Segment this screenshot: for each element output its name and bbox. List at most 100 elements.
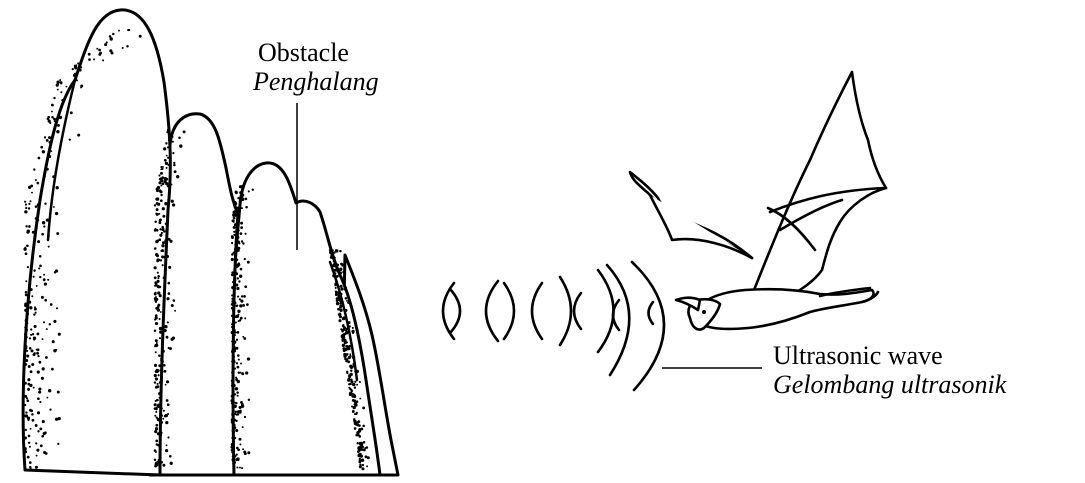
stipple-dot xyxy=(362,467,365,470)
stipple-dot xyxy=(49,408,51,410)
stipple-dot xyxy=(159,330,162,333)
stipple-dot xyxy=(348,387,350,389)
stipple-dot xyxy=(24,210,27,213)
stipple-dot xyxy=(339,302,342,305)
stipple-dot xyxy=(359,450,361,452)
stipple-dot xyxy=(356,384,358,386)
stipple-dot xyxy=(347,301,350,304)
stipple-dot xyxy=(235,377,237,379)
stipple-dot xyxy=(80,85,83,88)
stipple-dot xyxy=(58,417,61,420)
stipple-dot xyxy=(156,187,159,190)
stipple-dot xyxy=(183,130,186,133)
stipple-dot xyxy=(348,375,350,377)
stipple-dot xyxy=(37,371,40,374)
stipple-dot xyxy=(25,328,28,331)
stipple-dot xyxy=(154,299,156,301)
stipple-dot xyxy=(236,214,239,217)
stipple-dot xyxy=(359,398,361,400)
stipple-dot xyxy=(28,207,30,209)
stipple-dot xyxy=(335,268,338,271)
stipple-dot xyxy=(354,381,356,383)
stipple-dot xyxy=(39,264,42,267)
stipple-dot xyxy=(38,391,41,394)
stipple-dot xyxy=(242,336,244,338)
stipple-dot xyxy=(353,418,355,420)
stipple-dot xyxy=(239,304,242,307)
stipple-dot xyxy=(162,250,164,252)
stipple-dot xyxy=(167,164,169,166)
stipple-dot xyxy=(239,406,242,409)
stipple-dot xyxy=(344,288,346,290)
stipple-dot xyxy=(167,321,169,323)
stipple-dot xyxy=(236,339,238,341)
stipple-dot xyxy=(35,424,38,427)
stipple-dot xyxy=(340,309,343,312)
stipple-dot xyxy=(244,285,247,288)
stipple-dot xyxy=(231,418,234,421)
stipple-dot xyxy=(237,354,240,357)
stipple-dot xyxy=(158,354,160,356)
stipple-dot xyxy=(161,407,163,409)
stipple-dot xyxy=(245,371,248,374)
stipple-dot xyxy=(154,430,157,433)
stipple-dot xyxy=(24,395,27,398)
stipple-dot xyxy=(158,221,161,224)
wave-arc-left-4 xyxy=(574,293,581,329)
stipple-dot xyxy=(171,304,174,307)
stipple-dot xyxy=(158,392,161,395)
stipple-dot xyxy=(24,247,26,249)
stipple-dot xyxy=(61,99,63,101)
stipple-dot xyxy=(166,131,168,133)
stipple-dot xyxy=(333,256,336,259)
stipple-dot xyxy=(344,348,347,351)
stipple-dot xyxy=(163,230,165,232)
stipple-dot xyxy=(236,287,239,290)
stipple-dot xyxy=(241,185,243,187)
stipple-dot xyxy=(53,320,56,323)
stipple-dot xyxy=(334,272,336,274)
stipple-dot xyxy=(235,191,238,194)
stipple-dot xyxy=(235,258,238,261)
stipple-dot xyxy=(155,339,158,342)
stipple-dot xyxy=(332,265,334,267)
stipple-dot xyxy=(162,207,165,210)
stipple-dot xyxy=(235,305,237,307)
stipple-dot xyxy=(48,389,51,392)
stipple-dot xyxy=(159,431,162,434)
stipple-dot xyxy=(167,403,170,406)
stipple-dot xyxy=(155,427,158,430)
stipple-dot xyxy=(24,345,27,348)
stipple-dot xyxy=(29,466,31,468)
stipple-dot xyxy=(36,455,38,457)
wave-arc-right-2 xyxy=(504,283,514,339)
stipple-dot xyxy=(26,354,29,357)
stipple-dot xyxy=(154,221,156,223)
stipple-dot xyxy=(155,284,158,287)
stipple-dot xyxy=(333,251,336,254)
stipple-dot xyxy=(40,146,43,149)
stipple-dot xyxy=(159,327,162,330)
stipple-dot xyxy=(340,272,342,274)
stipple-dot xyxy=(173,162,175,164)
stipple-dot xyxy=(242,304,245,307)
stipple-dot xyxy=(166,233,168,235)
stipple-dot xyxy=(169,455,172,458)
stipple-dot xyxy=(31,349,34,352)
stipple-dot xyxy=(25,207,27,209)
stipple-dot xyxy=(159,337,161,339)
stipple-dot xyxy=(165,449,168,452)
wave-arc-right-3 xyxy=(560,277,571,345)
wave-label-malay: Gelombang ultrasonik xyxy=(773,370,1006,400)
stipple-dot xyxy=(109,49,112,52)
stipple-dot xyxy=(234,211,236,213)
stipple-dot xyxy=(28,365,31,368)
stipple-dot xyxy=(72,68,74,70)
stipple-dot xyxy=(241,467,243,469)
stipple-dot xyxy=(341,264,344,267)
stipple-dot xyxy=(232,393,235,396)
stipple-dot xyxy=(29,461,32,464)
stipple-dot xyxy=(48,141,51,144)
stipple-dot xyxy=(161,244,164,247)
stipple-dot xyxy=(161,414,163,416)
